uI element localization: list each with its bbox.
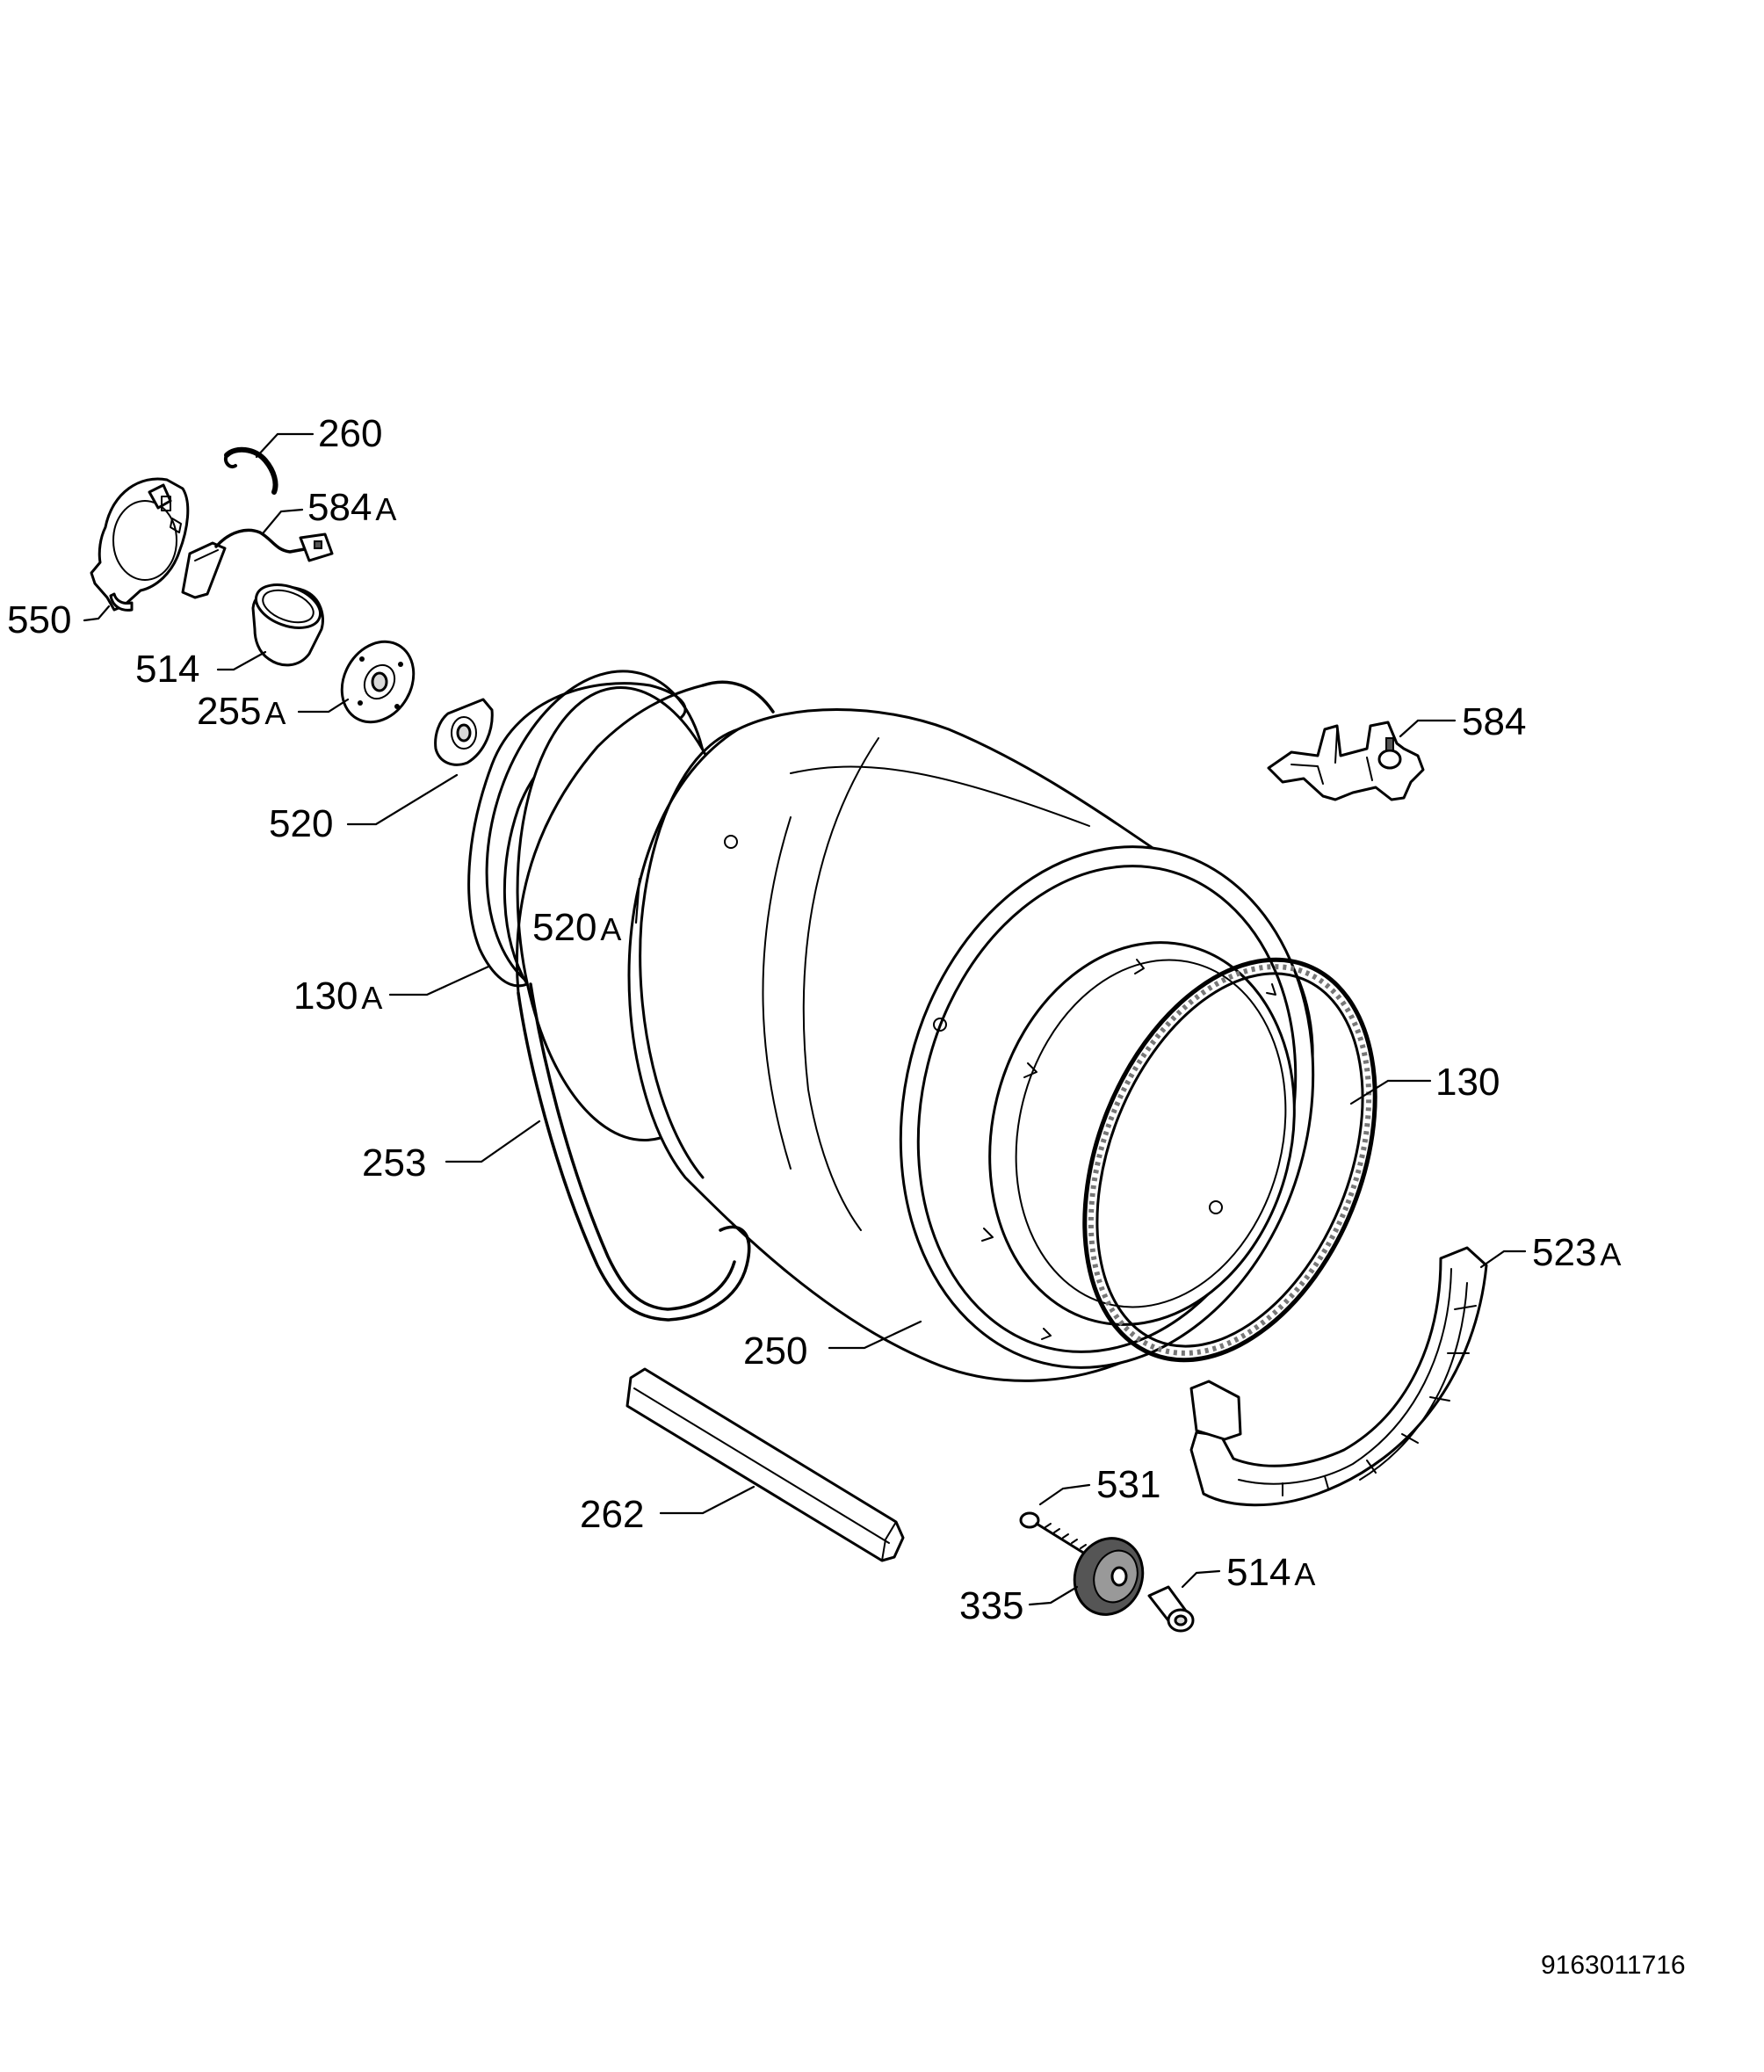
part-531-screw: [1019, 1511, 1089, 1557]
part-514A-bushing: [1147, 1585, 1195, 1633]
part-260-wire-clip: [224, 446, 278, 495]
part-253-drive-belt: [515, 680, 775, 1322]
label-520: 520: [269, 802, 333, 845]
label-531: 531: [1096, 1463, 1160, 1506]
label-514: 514: [135, 648, 199, 691]
label-584: 584: [1462, 700, 1526, 743]
label-260: 260: [318, 412, 382, 455]
label-262: 262: [580, 1493, 644, 1536]
part-514-bearing-ring: [251, 583, 324, 667]
label-250: 250: [743, 1329, 807, 1373]
part-584A-sensor: [181, 528, 334, 599]
label-550: 550: [7, 598, 71, 641]
part-335-roller-wheel: [1073, 1537, 1145, 1616]
part-550-bearing-housing: [90, 477, 190, 612]
part-255A-flange: [340, 640, 416, 724]
part-130-front-seal: [1082, 957, 1377, 1363]
part-250-drum: [516, 685, 1315, 1382]
part-262-bar: [625, 1367, 905, 1562]
part-520-hub-plate: [434, 698, 494, 766]
document-number: 9163011716: [1541, 1951, 1686, 1980]
label-335: 335: [959, 1584, 1023, 1627]
part-584-switch-bracket: [1267, 721, 1425, 801]
part-523A-seal-support: [1189, 1246, 1488, 1507]
leader-lines: [83, 432, 1527, 1606]
label-253: 253: [362, 1141, 426, 1185]
label-130: 130: [1435, 1061, 1500, 1104]
